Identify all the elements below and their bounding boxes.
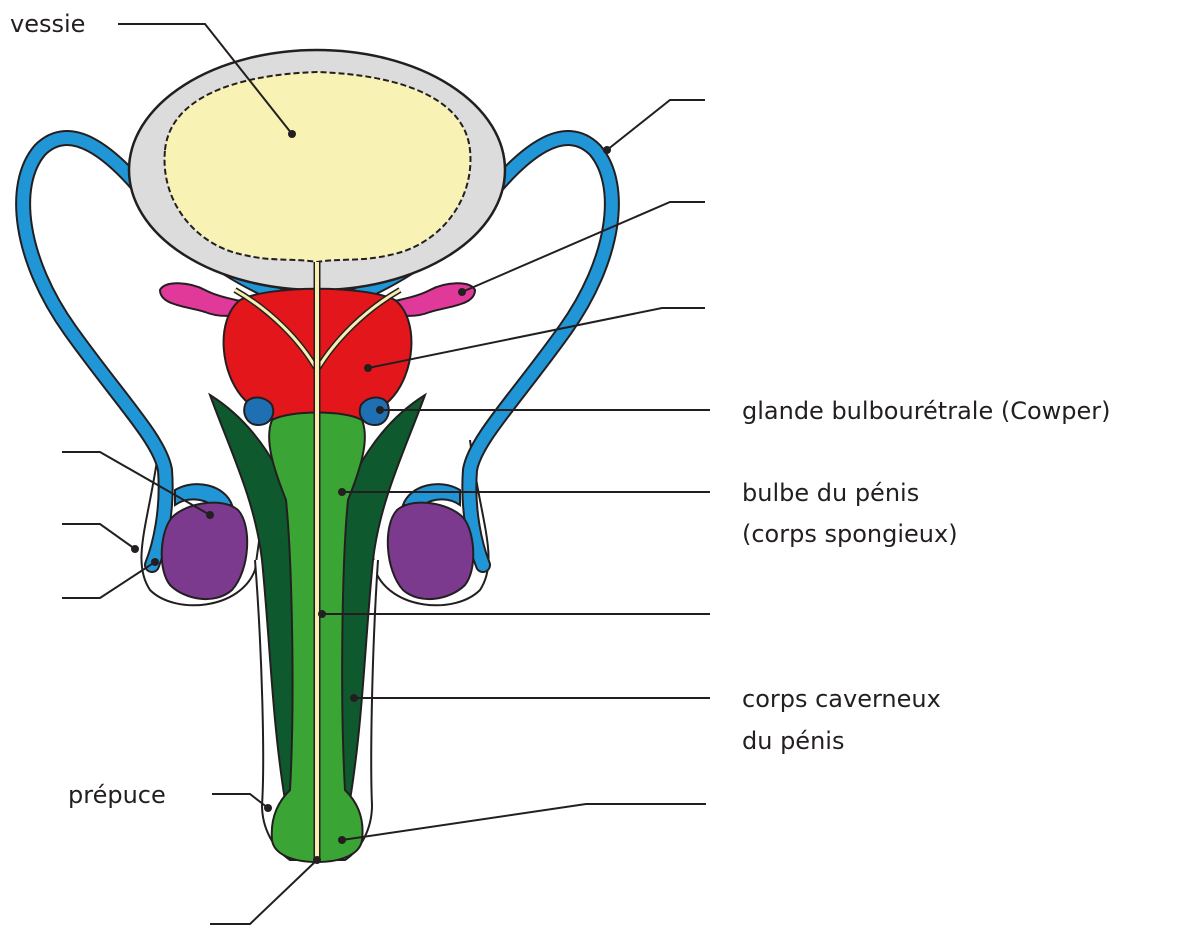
leader-prepuce xyxy=(212,794,268,808)
leader-dot-bottom-meatus xyxy=(313,856,321,864)
leader-dot-vessie xyxy=(288,130,296,138)
leader-dot-bulbe xyxy=(338,488,346,496)
bladder-lumen xyxy=(165,72,471,262)
leader-right-1 xyxy=(607,100,705,150)
label-caverneux-line2: du pénis xyxy=(742,727,844,755)
leader-dot-right-1 xyxy=(603,146,611,154)
bulbourethral-gland-left xyxy=(244,398,273,426)
leader-right-gland xyxy=(342,804,706,840)
leader-bottom-meatus xyxy=(210,860,317,924)
label-vessie: vessie xyxy=(10,10,85,38)
leader-dot-cowper xyxy=(376,406,384,414)
testis-right xyxy=(388,503,473,599)
leader-dot-left-1 xyxy=(206,511,214,519)
leader-dot-right-3 xyxy=(364,364,372,372)
leader-dot-prepuce xyxy=(264,804,272,812)
bulbourethral-gland-right xyxy=(360,398,389,426)
leader-dot-right-gland xyxy=(338,836,346,844)
testis-left xyxy=(162,503,247,599)
label-cowper: glande bulbourétrale (Cowper) xyxy=(742,397,1111,425)
label-caverneux-line1: corps caverneux xyxy=(742,685,941,713)
leader-left-2 xyxy=(62,524,135,549)
leader-dot-left-3 xyxy=(151,558,159,566)
leader-dot-right-urethra xyxy=(318,610,326,618)
leader-right-2 xyxy=(462,202,705,292)
label-bulbe-line2: (corps spongieux) xyxy=(742,520,958,548)
label-prepuce: prépuce xyxy=(68,781,166,809)
label-bulbe-line1: bulbe du pénis xyxy=(742,479,919,507)
leader-dot-caverneux xyxy=(350,694,358,702)
leader-dot-left-2 xyxy=(131,545,139,553)
leader-dot-right-2 xyxy=(458,288,466,296)
